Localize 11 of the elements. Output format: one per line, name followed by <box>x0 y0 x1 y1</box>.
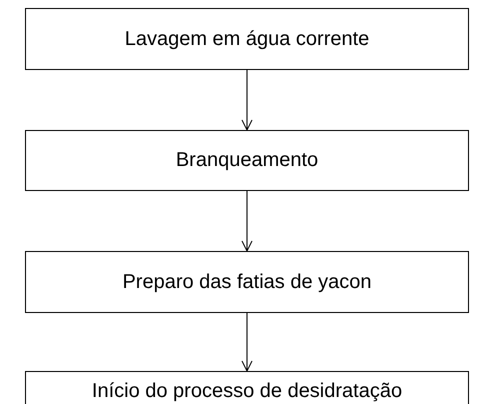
process-box <box>25 251 469 313</box>
arrow <box>242 70 252 130</box>
process-box <box>25 8 469 70</box>
process-box <box>25 130 469 191</box>
process-box <box>25 371 469 404</box>
step-text: Branqueamento <box>176 148 318 173</box>
step-text: Lavagem em água corrente <box>124 26 370 52</box>
step-text: Início do processo de desidratação <box>92 378 402 404</box>
arrow <box>242 312 252 372</box>
arrow <box>242 190 252 252</box>
step-text: Preparo das fatias de yacon <box>122 270 372 294</box>
